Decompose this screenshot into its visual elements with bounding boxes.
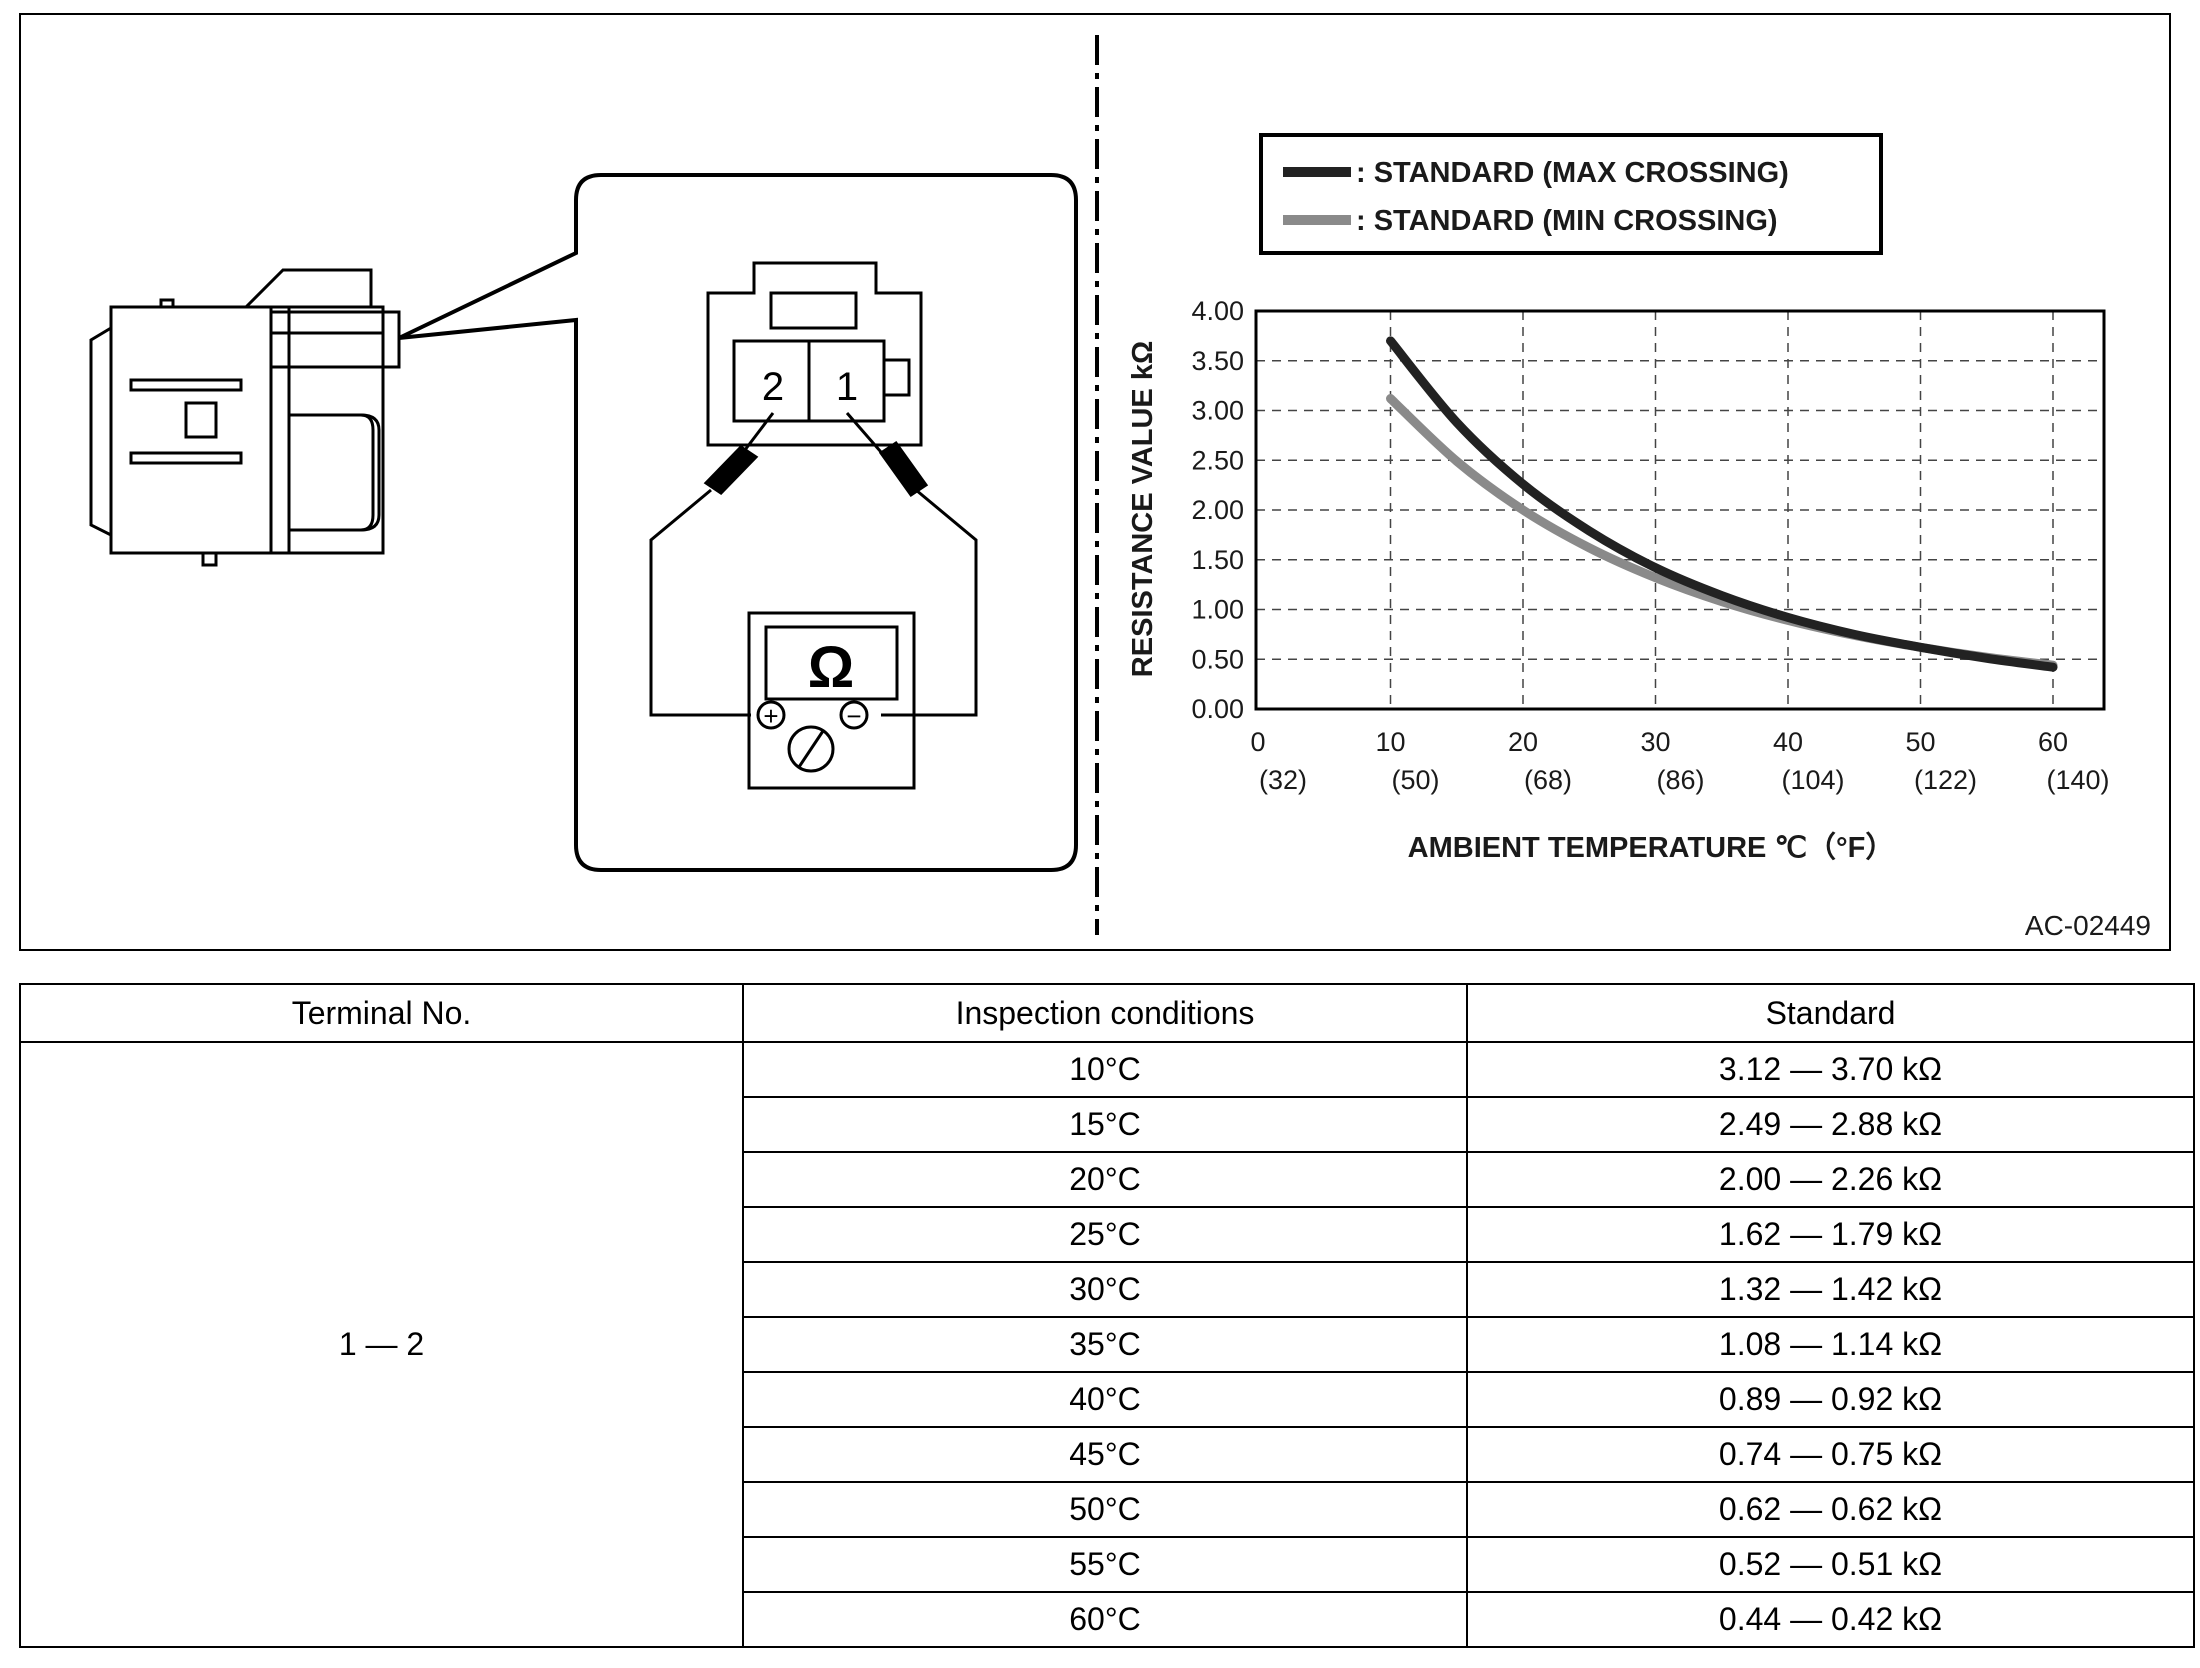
ohm-symbol: Ω — [808, 635, 855, 700]
condition-cell: 20°C — [742, 1151, 1468, 1208]
connector-face — [706, 261, 923, 447]
figure-canvas: 2 1 Ω + − : STANDARD — [89, 35, 2151, 941]
y-tick-labels: 0.00 0.50 1.00 1.50 2.00 2.50 3.00 3.50 4.00 — [1191, 296, 1244, 724]
meter-leads — [649, 412, 978, 717]
x-tick-sublabel: (122) — [1914, 765, 1977, 795]
condition-cell: 35°C — [742, 1316, 1468, 1373]
x-axis-label: AMBIENT TEMPERATURE ℃（°F） — [1408, 831, 1895, 864]
standard-cell: 2.00 — 2.26 kΩ — [1466, 1151, 2195, 1208]
y-tick-label: 0.50 — [1191, 644, 1244, 674]
ohmmeter — [747, 611, 916, 790]
condition-cell: 25°C — [742, 1206, 1468, 1263]
series-line-min-crossing — [1386, 394, 2058, 670]
standard-cell: 0.44 — 0.42 kΩ — [1466, 1591, 2195, 1648]
legend-label-min: : STANDARD (MIN CROSSING) — [1356, 205, 1778, 237]
condition-cell: 30°C — [742, 1261, 1468, 1318]
figure-code: AC-02449 — [2025, 910, 2151, 941]
condition-cell: 15°C — [742, 1096, 1468, 1153]
y-tick-label: 3.50 — [1191, 346, 1244, 376]
condition-cell: 10°C — [742, 1041, 1468, 1098]
callout-box — [398, 173, 1078, 872]
x-tick-sublabel: (32) — [1259, 765, 1307, 795]
condition-cell: 60°C — [742, 1591, 1468, 1648]
series-line-max-crossing — [1386, 336, 2058, 672]
header-terminal-no: Terminal No. — [19, 983, 744, 1043]
x-tick-label: 40 — [1773, 727, 1803, 757]
x-tick-label: 60 — [2038, 727, 2068, 757]
terminal-cell: 1 — 2 — [19, 1041, 744, 1648]
standard-cell: 2.49 — 2.88 kΩ — [1466, 1096, 2195, 1153]
grid-lines — [1256, 311, 2104, 709]
y-tick-label: 2.50 — [1191, 445, 1244, 475]
standard-cell: 0.62 — 0.62 kΩ — [1466, 1481, 2195, 1538]
condition-cell: 55°C — [742, 1536, 1468, 1593]
x-tick-label: 0 — [1250, 727, 1265, 757]
standard-cell: 3.12 — 3.70 kΩ — [1466, 1041, 2195, 1098]
header-inspection-conditions: Inspection conditions — [742, 983, 1468, 1043]
connector-drawing — [89, 268, 401, 567]
y-tick-label: 4.00 — [1191, 296, 1244, 326]
standard-cell: 0.89 — 0.92 kΩ — [1466, 1371, 2195, 1428]
table-header-row: Terminal No. Inspection conditions Stand… — [19, 983, 2195, 1043]
series-layer — [1386, 336, 2058, 672]
condition-cell: 45°C — [742, 1426, 1468, 1483]
standard-cell: 0.52 — 0.51 kΩ — [1466, 1536, 2195, 1593]
plot-frame — [1254, 309, 2106, 711]
standard-cell: 1.32 — 1.42 kΩ — [1466, 1261, 2195, 1318]
header-standard: Standard — [1466, 983, 2195, 1043]
y-tick-label: 3.00 — [1191, 396, 1244, 426]
legend-label-max: : STANDARD (MAX CROSSING) — [1356, 157, 1789, 189]
terminal-label-1: 1 — [836, 365, 858, 409]
meter-plus: + — [763, 701, 778, 731]
x-tick-sublabel: (50) — [1391, 765, 1439, 795]
x-tick-label: 30 — [1640, 727, 1670, 757]
condition-cell: 50°C — [742, 1481, 1468, 1538]
x-tick-sublabel: (104) — [1781, 765, 1844, 795]
x-tick-label: 20 — [1508, 727, 1538, 757]
x-tick-label: 50 — [1905, 727, 1935, 757]
plot-area: 0.00 0.50 1.00 1.50 2.00 2.50 3.00 3.50 4.00 0 (3… — [1191, 296, 2109, 795]
standard-cell: 1.62 — 1.79 kΩ — [1466, 1206, 2195, 1263]
standard-cell: 1.08 — 1.14 kΩ — [1466, 1316, 2195, 1373]
condition-cell: 40°C — [742, 1371, 1468, 1428]
standard-cell: 0.74 — 0.75 kΩ — [1466, 1426, 2195, 1483]
x-tick-sublabel: (86) — [1656, 765, 1704, 795]
y-axis-label: RESISTANCE VALUE kΩ — [1127, 341, 1159, 677]
legend: : STANDARD (MAX CROSSING) : STANDARD (MI… — [1259, 133, 1883, 255]
x-tick-sublabel: (68) — [1524, 765, 1572, 795]
figure-panel: 2 1 Ω + − : STANDARD — [19, 13, 2171, 951]
terminal-label-2: 2 — [762, 365, 784, 409]
y-tick-label: 1.00 — [1191, 595, 1244, 625]
x-tick-labels: 0 (32) 10 (50) 20 (68) 30 (86) 40 (104) 50 (122) 60 (… — [1250, 727, 2109, 795]
x-tick-label: 10 — [1375, 727, 1405, 757]
specification-table: Terminal No. Inspection conditions Stand… — [19, 983, 2195, 1648]
y-tick-label: 1.50 — [1191, 545, 1244, 575]
meter-minus: − — [846, 701, 861, 731]
y-tick-label: 0.00 — [1191, 694, 1244, 724]
y-tick-label: 2.00 — [1191, 495, 1244, 525]
x-tick-sublabel: (140) — [2046, 765, 2109, 795]
